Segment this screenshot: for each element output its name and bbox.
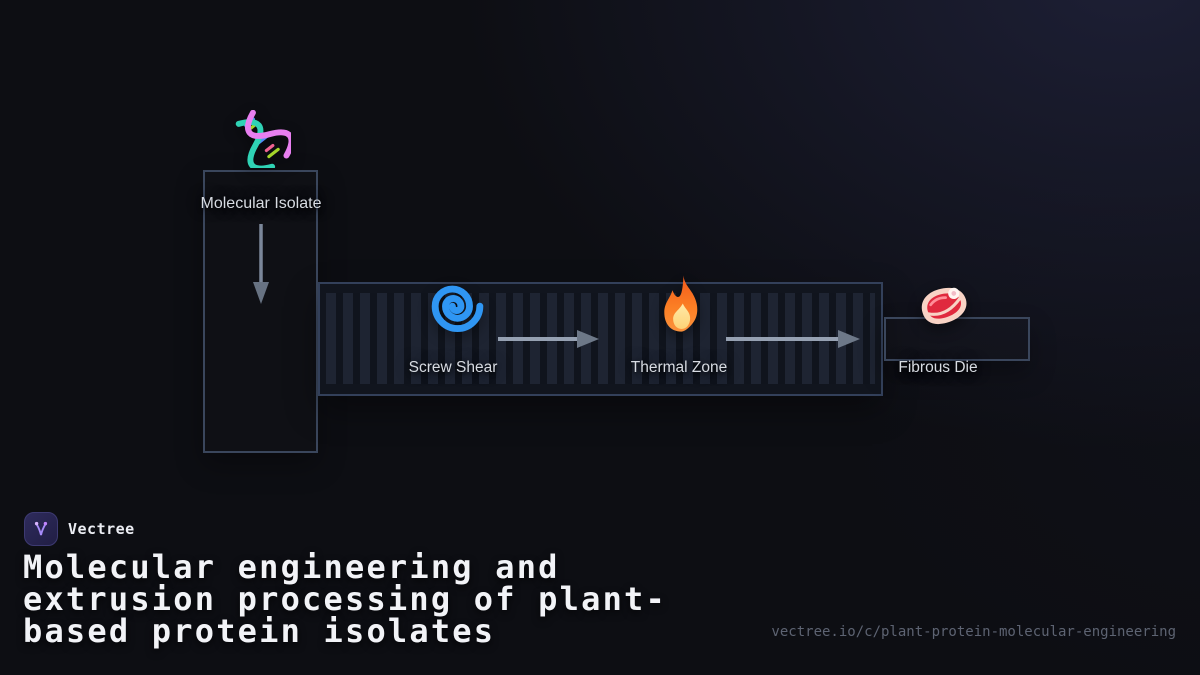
stage-label-fibrous-die: Fibrous Die xyxy=(898,359,978,376)
brand-name: Vectree xyxy=(68,520,135,538)
flow-arrow-1 xyxy=(498,330,599,348)
steak-icon xyxy=(921,287,967,325)
title-line-1: Molecular engineering and xyxy=(23,548,560,586)
poster-url: vectree.io/c/plant-protein-molecular-eng… xyxy=(771,624,1176,640)
title-line-3: based protein isolates xyxy=(23,612,496,650)
dna-icon xyxy=(235,110,291,168)
title-line-2: extrusion processing of plant- xyxy=(23,580,667,618)
poster-title: Molecular engineering and extrusion proc… xyxy=(23,551,667,647)
cyclone-icon xyxy=(431,285,484,332)
stage-label-screw-shear: Screw Shear xyxy=(408,359,498,376)
vectree-branch-icon xyxy=(34,521,48,536)
stage-label-thermal-zone: Thermal Zone xyxy=(630,359,728,376)
down-arrow xyxy=(253,224,269,304)
vectree-logo xyxy=(24,512,58,546)
flow-arrow-2 xyxy=(726,330,860,348)
molecular-isolate-box xyxy=(203,170,318,453)
stage-label-molecular-isolate: Molecular Isolate xyxy=(200,195,322,212)
fire-icon xyxy=(664,275,698,332)
